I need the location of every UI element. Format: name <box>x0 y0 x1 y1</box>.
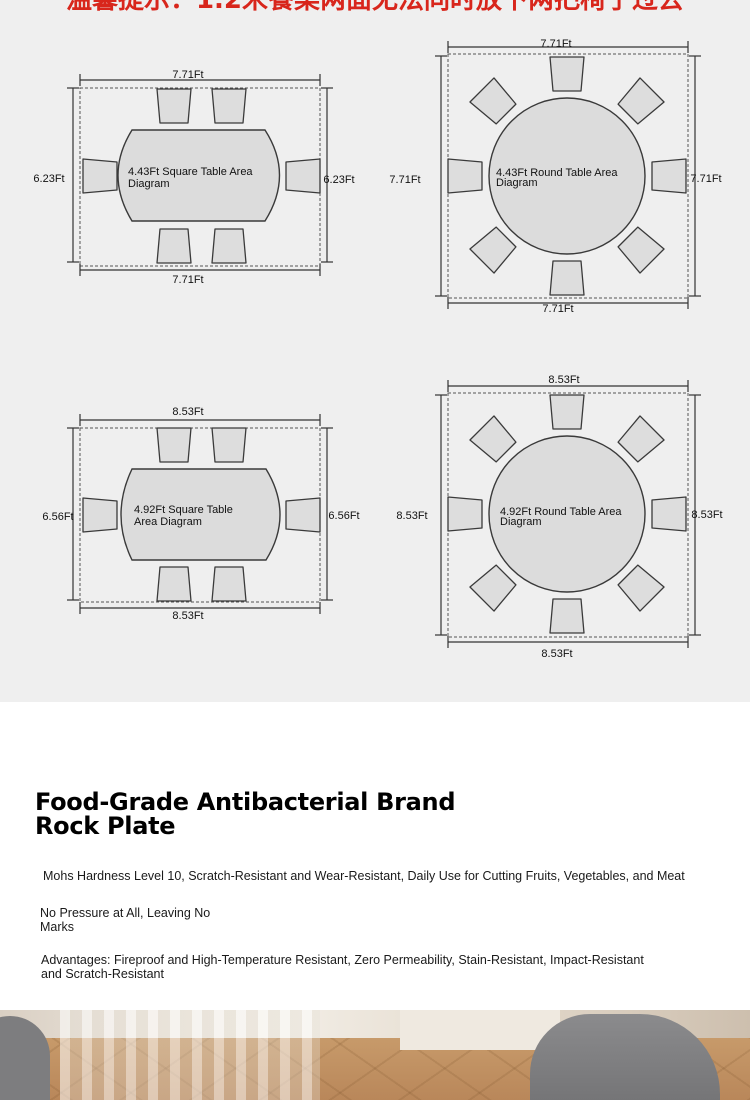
chair <box>211 88 247 124</box>
table-layout-diagrams: 7.71Ft 7.71Ft 6.23Ft 6.23Ft 4.43Ft Squar… <box>33 38 722 660</box>
desc-advantages-line2: and Scratch-Resistant <box>41 967 164 981</box>
chair <box>469 77 519 127</box>
room-photo <box>0 1010 750 1100</box>
desc-pressure: No Pressure at All, Leaving No Marks <box>40 906 280 934</box>
chair <box>156 228 192 264</box>
table-area-diagram-panel: 温馨提示：1.2米餐桌两面无法同时放下两把椅子过去 <box>0 0 750 702</box>
dimension-bottom: 8.53Ft <box>541 648 572 660</box>
chair <box>615 77 665 127</box>
dimension-top: 8.53Ft <box>548 374 579 386</box>
section-heading: Food-Grade Antibacterial Brand Rock Plat… <box>35 790 475 838</box>
heading-line1: Food-Grade Antibacterial Brand <box>35 788 456 816</box>
dimension-right: 6.56Ft <box>328 510 359 522</box>
chair <box>211 566 247 602</box>
chair <box>651 496 687 532</box>
dimension-top: 7.71Ft <box>172 69 203 81</box>
chair <box>549 260 585 296</box>
dimension-bottom: 7.71Ft <box>542 303 573 315</box>
desc-pressure-line2: Marks <box>40 920 75 934</box>
table-label-line2: Diagram <box>500 516 542 528</box>
chair <box>615 415 665 465</box>
diagram-square-443: 7.71Ft 7.71Ft 6.23Ft 6.23Ft 4.43Ft Squar… <box>33 69 354 286</box>
desc-pressure-line1: No Pressure at All, Leaving No <box>40 906 211 920</box>
desc-hardness: Mohs Hardness Level 10, Scratch-Resistan… <box>43 869 685 883</box>
dimension-right: 7.71Ft <box>690 173 721 185</box>
chair <box>447 158 483 194</box>
dimension-bottom: 8.53Ft <box>172 610 203 622</box>
dimension-left: 7.71Ft <box>389 174 420 186</box>
dimension-right: 8.53Ft <box>691 509 722 521</box>
table-label-line1: 4.43Ft Round Table Area <box>496 167 618 179</box>
chair <box>285 158 321 194</box>
table-label-line1: 4.92Ft Square Table <box>134 504 233 516</box>
chair <box>651 158 687 194</box>
heading-line2: Rock Plate <box>35 812 176 840</box>
tip-banner: 温馨提示：1.2米餐桌两面无法同时放下两把椅子过去 <box>65 0 685 15</box>
rectangular-table <box>120 468 281 561</box>
chair <box>156 88 192 124</box>
dimension-left: 8.53Ft <box>396 510 427 522</box>
chair <box>615 562 665 612</box>
chair <box>156 566 192 602</box>
chair <box>211 427 247 463</box>
diagram-round-492: 8.53Ft 8.53Ft 8.53Ft 8.53Ft 4.92Ft Round… <box>396 374 722 660</box>
round-table <box>488 435 646 593</box>
chair-photo-left <box>0 1016 50 1100</box>
diagram-round-443: 7.71Ft 7.71Ft 7.71Ft 7.71Ft 4.43Ft Round… <box>389 38 721 315</box>
table-label-line2: Diagram <box>128 178 170 190</box>
dimension-left: 6.56Ft <box>42 511 73 523</box>
chair <box>82 497 118 533</box>
chair <box>447 496 483 532</box>
chair <box>615 224 665 274</box>
diagram-square-492: 8.53Ft 8.53Ft 6.56Ft 6.56Ft 4.92Ft Squar… <box>42 406 359 622</box>
chair <box>549 394 585 430</box>
chair <box>82 158 118 194</box>
dimension-bottom: 7.71Ft <box>172 274 203 286</box>
wall <box>400 1010 560 1050</box>
chair <box>469 562 519 612</box>
table-label-line1: 4.43Ft Square Table Area <box>128 166 253 178</box>
dimension-top: 8.53Ft <box>172 406 203 418</box>
desc-advantages-line1: Advantages: Fireproof and High-Temperatu… <box>41 953 644 967</box>
dimension-top: 7.71Ft <box>540 38 571 50</box>
chair <box>469 415 519 465</box>
table-label-line2: Diagram <box>496 177 538 189</box>
curtain <box>60 1010 320 1100</box>
dimension-left: 6.23Ft <box>33 173 64 185</box>
chair <box>156 427 192 463</box>
desc-advantages: Advantages: Fireproof and High-Temperatu… <box>41 953 731 981</box>
chair <box>549 598 585 634</box>
chair <box>469 224 519 274</box>
table-label-line2: Area Diagram <box>134 516 202 528</box>
dimension-right: 6.23Ft <box>323 174 354 186</box>
chair <box>211 228 247 264</box>
area-boundary <box>79 87 321 267</box>
chair <box>285 497 321 533</box>
rectangular-table <box>117 129 281 222</box>
round-table <box>488 97 646 255</box>
chair-photo-right <box>530 1014 720 1100</box>
chair <box>549 56 585 92</box>
table-label-line1: 4.92Ft Round Table Area <box>500 506 622 518</box>
